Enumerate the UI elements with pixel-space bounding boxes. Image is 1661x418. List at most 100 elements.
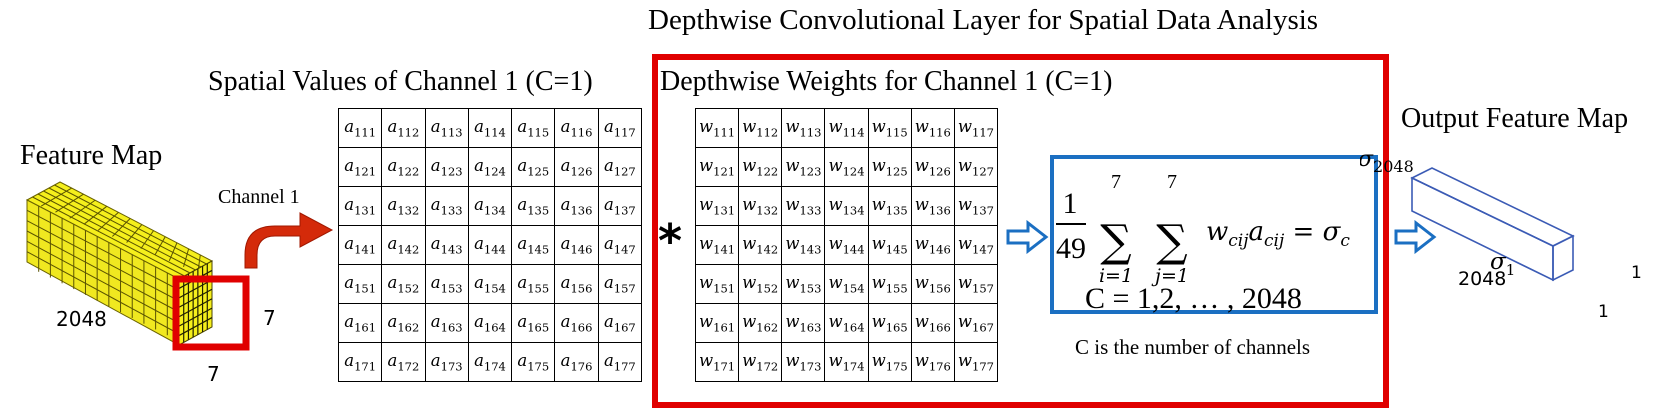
feature-map-title: Feature Map: [20, 140, 163, 171]
spatial-cell: a151: [337, 264, 383, 304]
weight-cell: w167: [953, 303, 999, 343]
sum-i-upper: 7: [1111, 171, 1121, 193]
weight-cell: w155: [867, 264, 912, 304]
spatial-cell: a153: [424, 264, 469, 304]
spatial-cell: a155: [511, 264, 556, 304]
spatial-cell: a122: [381, 147, 426, 187]
spatial-cell: a172: [381, 342, 426, 382]
spatial-cell: a165: [511, 303, 556, 343]
spatial-cell: a112: [381, 108, 426, 148]
weight-cell: w125: [867, 147, 912, 187]
sum-j-symbol: ∑: [1156, 216, 1187, 267]
spatial-cell: a143: [424, 225, 469, 265]
spatial-cell: a126: [554, 147, 599, 187]
weight-cell: w146: [910, 225, 955, 265]
channel-arrow: [244, 212, 334, 269]
weight-cell: w151: [694, 264, 740, 304]
weight-cell: w147: [953, 225, 999, 265]
spatial-cell: a142: [381, 225, 426, 265]
channel-highlight: [172, 275, 250, 351]
weight-cell: w176: [910, 342, 955, 382]
spatial-cell: a117: [597, 108, 643, 148]
weight-cell: w115: [867, 108, 912, 148]
weight-cell: w113: [781, 108, 826, 148]
weight-cell: w124: [824, 147, 869, 187]
weight-cell: w143: [781, 225, 826, 265]
weight-cell: w142: [738, 225, 783, 265]
weight-cell: w172: [738, 342, 783, 382]
weight-cell: w117: [953, 108, 999, 148]
weight-cell: w112: [738, 108, 783, 148]
formula-box: [1050, 155, 1378, 314]
weight-cell: w152: [738, 264, 783, 304]
spatial-cell: a145: [511, 225, 556, 265]
spatial-cell: a116: [554, 108, 599, 148]
weight-cell: w163: [781, 303, 826, 343]
spatial-cell: a115: [511, 108, 556, 148]
weight-cell: w123: [781, 147, 826, 187]
output-height: 1: [1631, 263, 1642, 283]
output-length: 2048: [1458, 268, 1507, 290]
sum-i-symbol: ∑: [1100, 216, 1131, 267]
output-top-label: σ2048: [1360, 147, 1414, 176]
output-front-label: σ1: [1490, 249, 1515, 279]
spatial-cell: a113: [424, 108, 469, 148]
diagram-title: Depthwise Convolutional Layer for Spatia…: [648, 4, 1319, 36]
feature-map-height: 7: [263, 306, 276, 330]
spatial-cell: a157: [597, 264, 643, 304]
weight-cell: w116: [910, 108, 955, 148]
depthwise-weights-title: Depthwise Weights for Channel 1 (C=1): [660, 66, 1113, 97]
weight-cell: w165: [867, 303, 912, 343]
formula-expression: wcijacij = σc: [1206, 217, 1350, 251]
weight-cell: w161: [694, 303, 740, 343]
weight-cell: w134: [824, 186, 869, 226]
spatial-cell: a175: [511, 342, 556, 382]
weight-cell: w137: [953, 186, 999, 226]
weight-cell: w177: [953, 342, 999, 382]
spatial-cell: a135: [511, 186, 556, 226]
weight-cell: w153: [781, 264, 826, 304]
weight-cell: w111: [694, 108, 740, 148]
weight-cell: w156: [910, 264, 955, 304]
spatial-cell: a163: [424, 303, 469, 343]
spatial-cell: a161: [337, 303, 383, 343]
weight-cell: w126: [910, 147, 955, 187]
channel-label: Channel 1: [218, 186, 300, 208]
weight-cell: w135: [867, 186, 912, 226]
spatial-cell: a173: [424, 342, 469, 382]
spatial-values-title: Spatial Values of Channel 1 (C=1): [208, 66, 593, 97]
weight-cell: w166: [910, 303, 955, 343]
spatial-cell: a123: [424, 147, 469, 187]
spatial-cell: a133: [424, 186, 469, 226]
sum-j-upper: 7: [1167, 171, 1177, 193]
sum-i-lower: i=1: [1099, 265, 1133, 287]
spatial-cell: a154: [467, 264, 513, 304]
weight-cell: w141: [694, 225, 740, 265]
weight-cell: w171: [694, 342, 740, 382]
weight-cell: w157: [953, 264, 999, 304]
channel-range: C = 1,2, … , 2048: [1085, 282, 1302, 315]
feature-map-width: 7: [207, 362, 220, 386]
weight-cell: w131: [694, 186, 740, 226]
spatial-cell: a177: [597, 342, 643, 382]
feature-map-cube: [25, 181, 334, 351]
spatial-cell: a167: [597, 303, 643, 343]
channel-note: C is the number of channels: [1075, 335, 1311, 359]
weight-cell: w144: [824, 225, 869, 265]
spatial-cell: a152: [381, 264, 426, 304]
fraction-denominator: 49: [1056, 232, 1086, 265]
spatial-cell: a121: [337, 147, 383, 187]
weight-cell: w127: [953, 147, 999, 187]
